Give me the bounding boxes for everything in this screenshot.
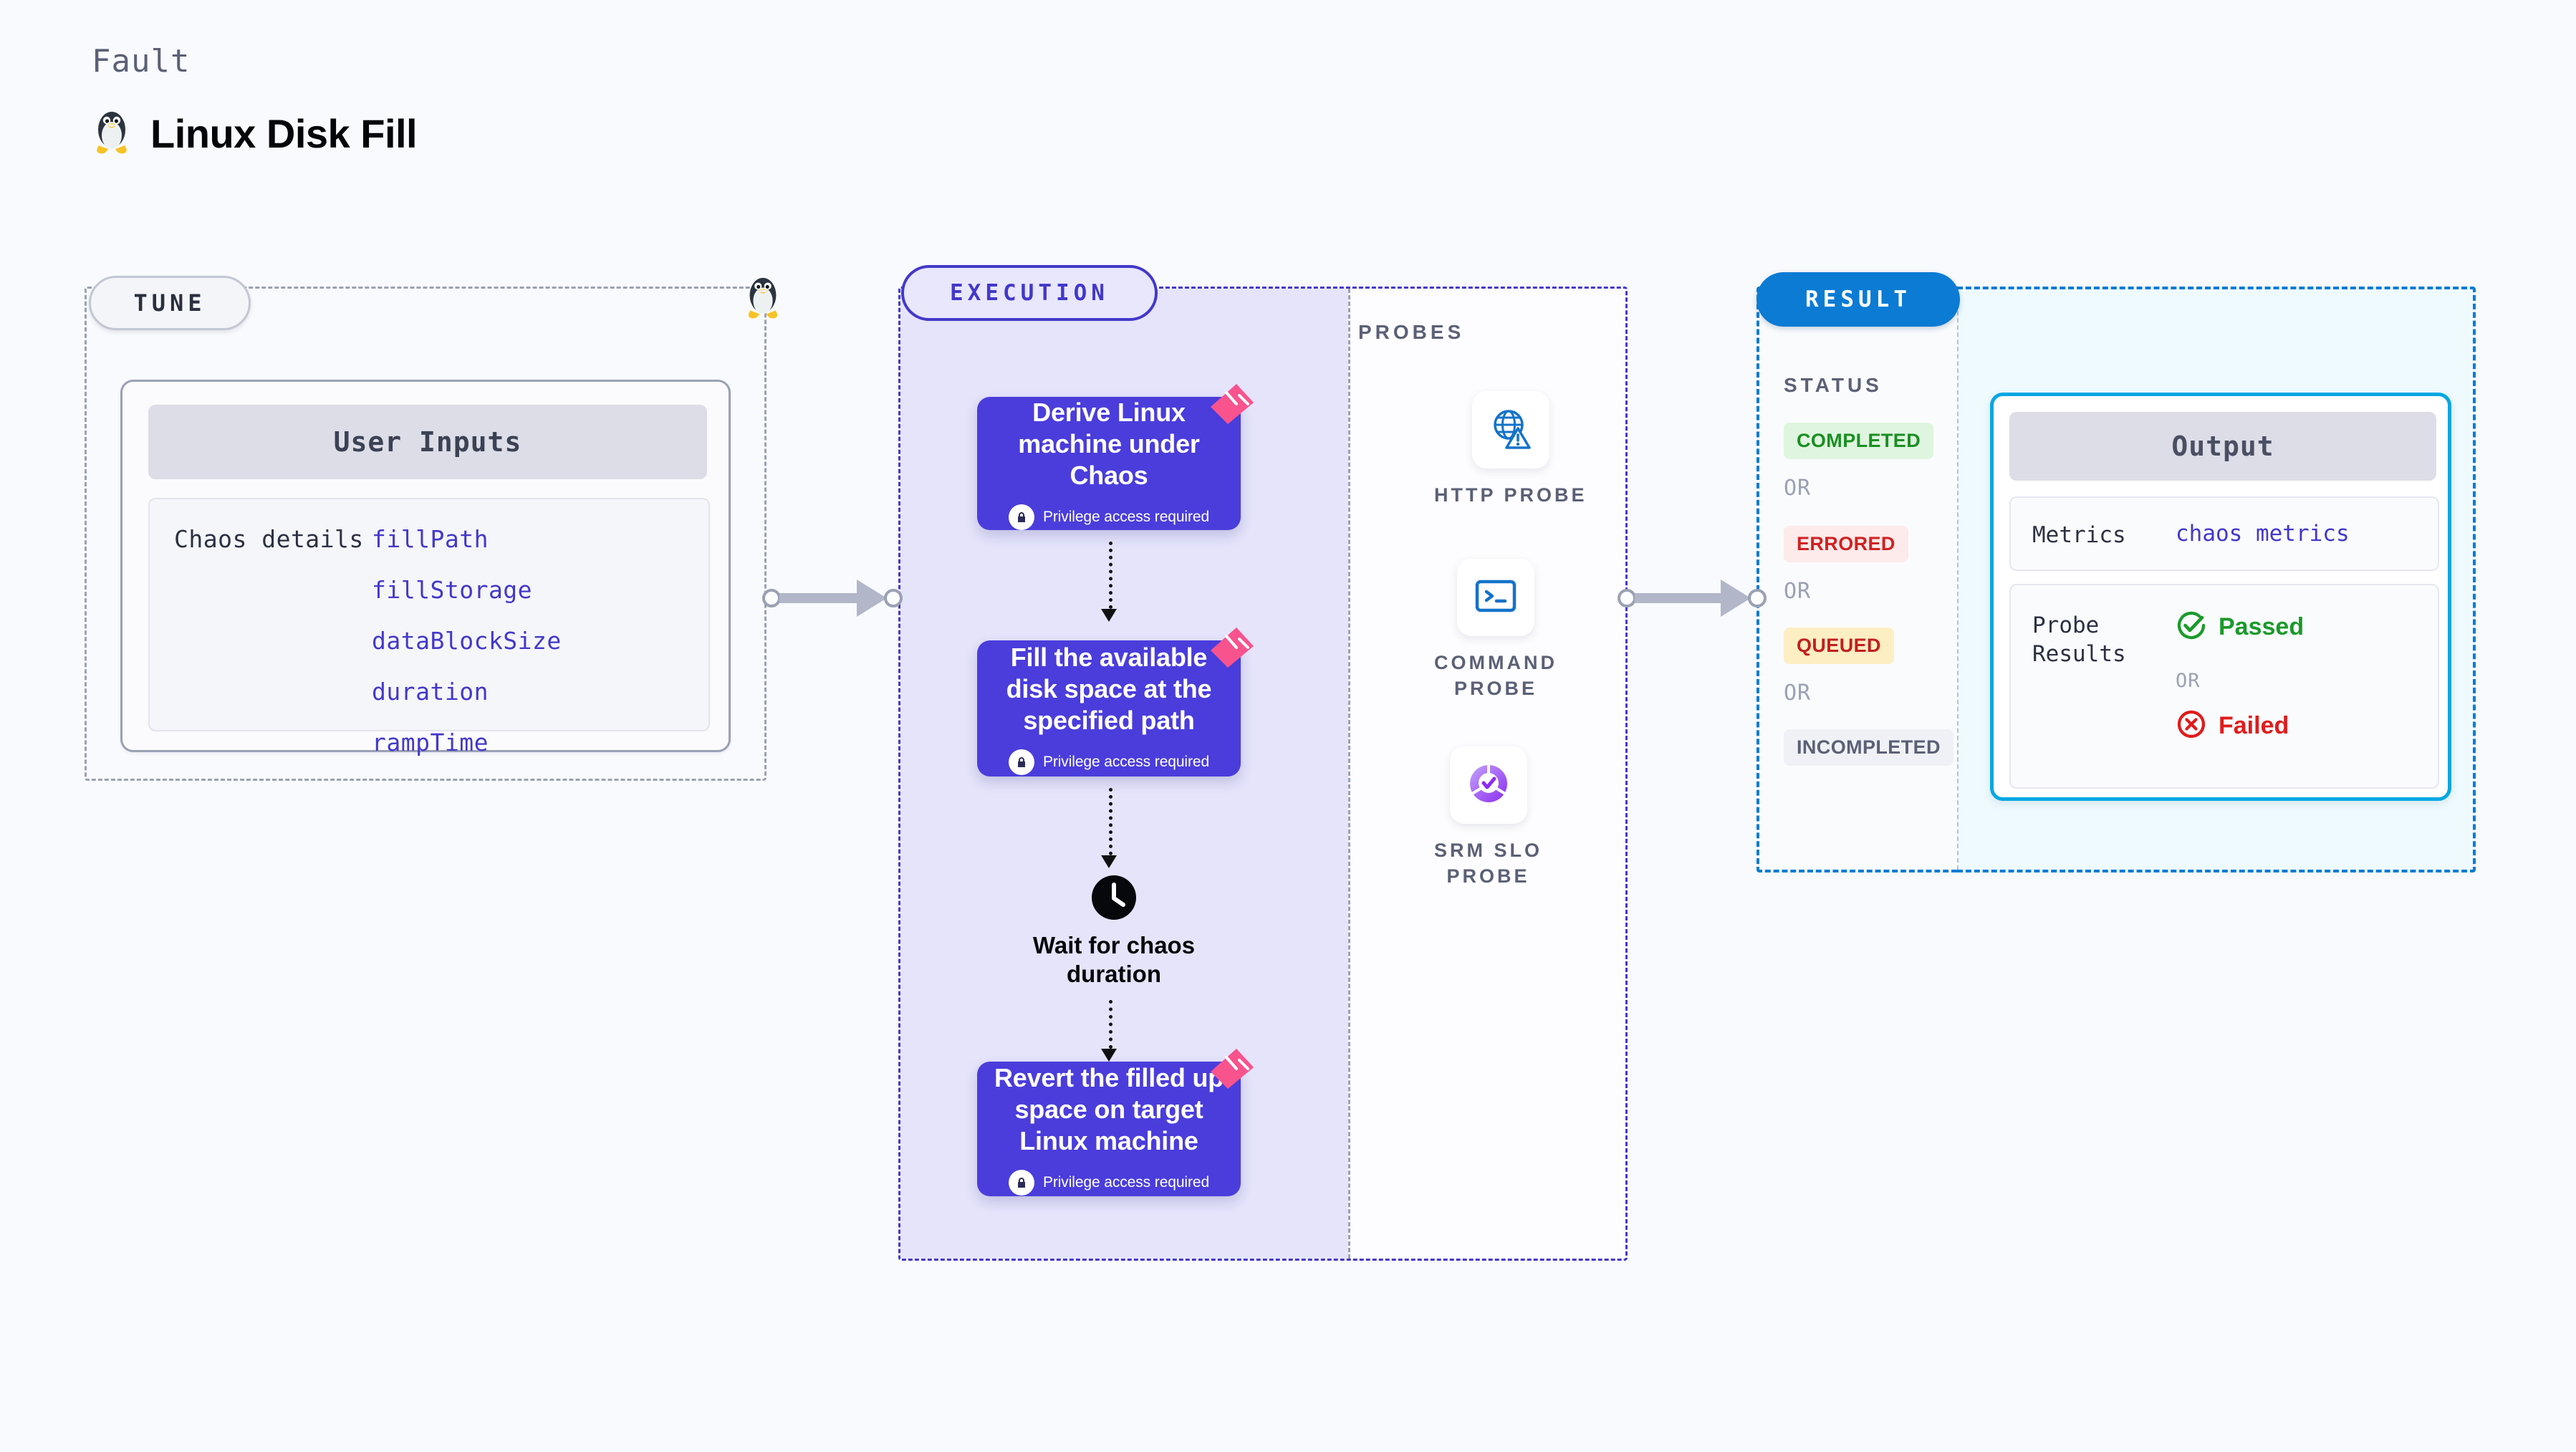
- probe-command[interactable]: COMMAND PROBE: [1434, 559, 1557, 701]
- chaos-flag-icon: [1208, 626, 1256, 669]
- metrics-value[interactable]: chaos metrics: [2176, 521, 2350, 547]
- execution-step-card[interactable]: Revert the filled up space on target Lin…: [977, 1049, 1254, 1196]
- tune-pill[interactable]: TUNE: [89, 276, 251, 330]
- result-status-panel: [1756, 287, 1957, 872]
- privilege-note: Privilege access required: [1008, 749, 1210, 775]
- param-data-block-size[interactable]: dataBlockSize: [372, 627, 562, 655]
- execution-probes-divider: [1348, 289, 1350, 1259]
- status-or-1: OR: [1784, 476, 1812, 501]
- probe-http[interactable]: HTTP PROBE: [1434, 391, 1587, 509]
- lock-icon: [1008, 504, 1034, 530]
- linux-penguin-icon: [741, 274, 784, 320]
- probe-tile: [1471, 391, 1549, 468]
- connector-tune-to-execution: [762, 580, 903, 617]
- globe-warning-icon: [1489, 406, 1533, 454]
- connector-start-dot: [1618, 589, 1636, 607]
- result-pill[interactable]: RESULT: [1756, 272, 1960, 327]
- execution-step-title: Fill the available disk space at the spe…: [1006, 643, 1212, 735]
- metrics-row: Metrics chaos metrics: [2009, 496, 2439, 571]
- connector-bar: [1635, 593, 1722, 603]
- page-title: Linux Disk Fill: [150, 111, 418, 156]
- lock-icon: [1008, 749, 1034, 775]
- probe-srm-slo[interactable]: SRM SLO PROBE: [1434, 746, 1542, 889]
- check-circle-icon: [2176, 610, 2207, 645]
- lock-icon: [1008, 1169, 1034, 1196]
- status-badge-incompleted: INCOMPLETED: [1784, 729, 1953, 766]
- clock-icon: [1092, 875, 1136, 920]
- status-badge-errored: ERRORED: [1784, 526, 1908, 562]
- result-inner-divider: [1957, 289, 1959, 870]
- output-card: Output Metrics chaos metrics Probe Resul…: [1990, 393, 2451, 801]
- param-fill-path[interactable]: fillPath: [372, 525, 489, 553]
- privilege-note: Privilege access required: [1008, 1169, 1210, 1196]
- probe-result-or: OR: [2176, 670, 2201, 692]
- probe-result-failed: Failed: [2176, 708, 2289, 744]
- probes-section-label: PROBES: [1358, 321, 1465, 343]
- probe-tile: [1449, 746, 1527, 824]
- execution-step-title: Derive Linux machine under Chaos: [1018, 398, 1200, 490]
- privilege-note-text: Privilege access required: [1042, 508, 1210, 525]
- passed-label: Passed: [2219, 613, 2305, 640]
- user-inputs-card: User Inputs Chaos details fillPath fillS…: [120, 380, 731, 756]
- terminal-icon: [1474, 577, 1517, 619]
- probe-result-passed: Passed: [2176, 610, 2304, 645]
- chaos-flag-icon: [1208, 383, 1256, 425]
- execution-step-card[interactable]: Derive Linux machine under Chaos Privile…: [977, 384, 1254, 530]
- status-or-2: OR: [1784, 579, 1812, 604]
- chaos-details-box: Chaos details fillPath fillStorage dataB…: [148, 498, 710, 756]
- linux-penguin-icon: [92, 108, 132, 159]
- connector-bar: [779, 593, 858, 603]
- status-badge-completed: COMPLETED: [1784, 423, 1934, 459]
- connector-end-dot: [884, 589, 903, 607]
- probe-tile: [1456, 559, 1534, 636]
- probe-label: HTTP PROBE: [1434, 484, 1587, 506]
- probe-results-key: Probe Results: [2032, 612, 2126, 668]
- user-inputs-header: User Inputs: [148, 405, 707, 479]
- fault-eyebrow: Fault: [92, 43, 191, 80]
- connector-start-dot: [762, 589, 781, 607]
- fault-title-row: Linux Disk Fill: [92, 108, 418, 159]
- param-fill-storage[interactable]: fillStorage: [372, 576, 533, 604]
- probe-label: SRM SLO PROBE: [1434, 840, 1543, 887]
- output-header: Output: [2009, 412, 2436, 481]
- status-or-3: OR: [1784, 681, 1812, 706]
- slo-donut-check-icon: [1466, 761, 1512, 810]
- execution-step-title: Revert the filled up space on target Lin…: [994, 1063, 1224, 1155]
- metrics-key: Metrics: [2032, 522, 2126, 548]
- page-header: Fault Linux Disk Fill: [92, 43, 418, 159]
- status-badge-queued: QUEUED: [1784, 628, 1894, 664]
- param-ramp-time[interactable]: rampTime: [372, 729, 489, 756]
- connector-arrowhead: [857, 580, 887, 617]
- probe-label: COMMAND PROBE: [1434, 652, 1557, 699]
- param-duration[interactable]: duration: [372, 678, 489, 706]
- tune-panel: [85, 287, 766, 781]
- x-circle-icon: [2176, 708, 2207, 744]
- connector-arrowhead: [1721, 580, 1751, 617]
- wait-for-chaos-label: Wait for chaos duration: [1032, 932, 1196, 988]
- chaos-details-label: Chaos details: [174, 525, 364, 553]
- chaos-flag-icon: [1208, 1047, 1256, 1090]
- connector-execution-to-result: [1618, 580, 1767, 617]
- status-label: STATUS: [1784, 374, 1883, 396]
- failed-label: Failed: [2219, 712, 2289, 739]
- chaos-params-list: fillPath fillStorage dataBlockSize durat…: [372, 525, 562, 779]
- privilege-note-text: Privilege access required: [1042, 1173, 1210, 1191]
- privilege-note: Privilege access required: [1008, 504, 1210, 530]
- privilege-note-text: Privilege access required: [1042, 753, 1210, 770]
- execution-pill[interactable]: EXECUTION: [901, 265, 1158, 321]
- execution-step-card[interactable]: Fill the available disk space at the spe…: [977, 628, 1254, 777]
- connector-end-dot: [1748, 589, 1767, 607]
- probe-results-row: Probe Results Passed OR Failed: [2009, 584, 2439, 789]
